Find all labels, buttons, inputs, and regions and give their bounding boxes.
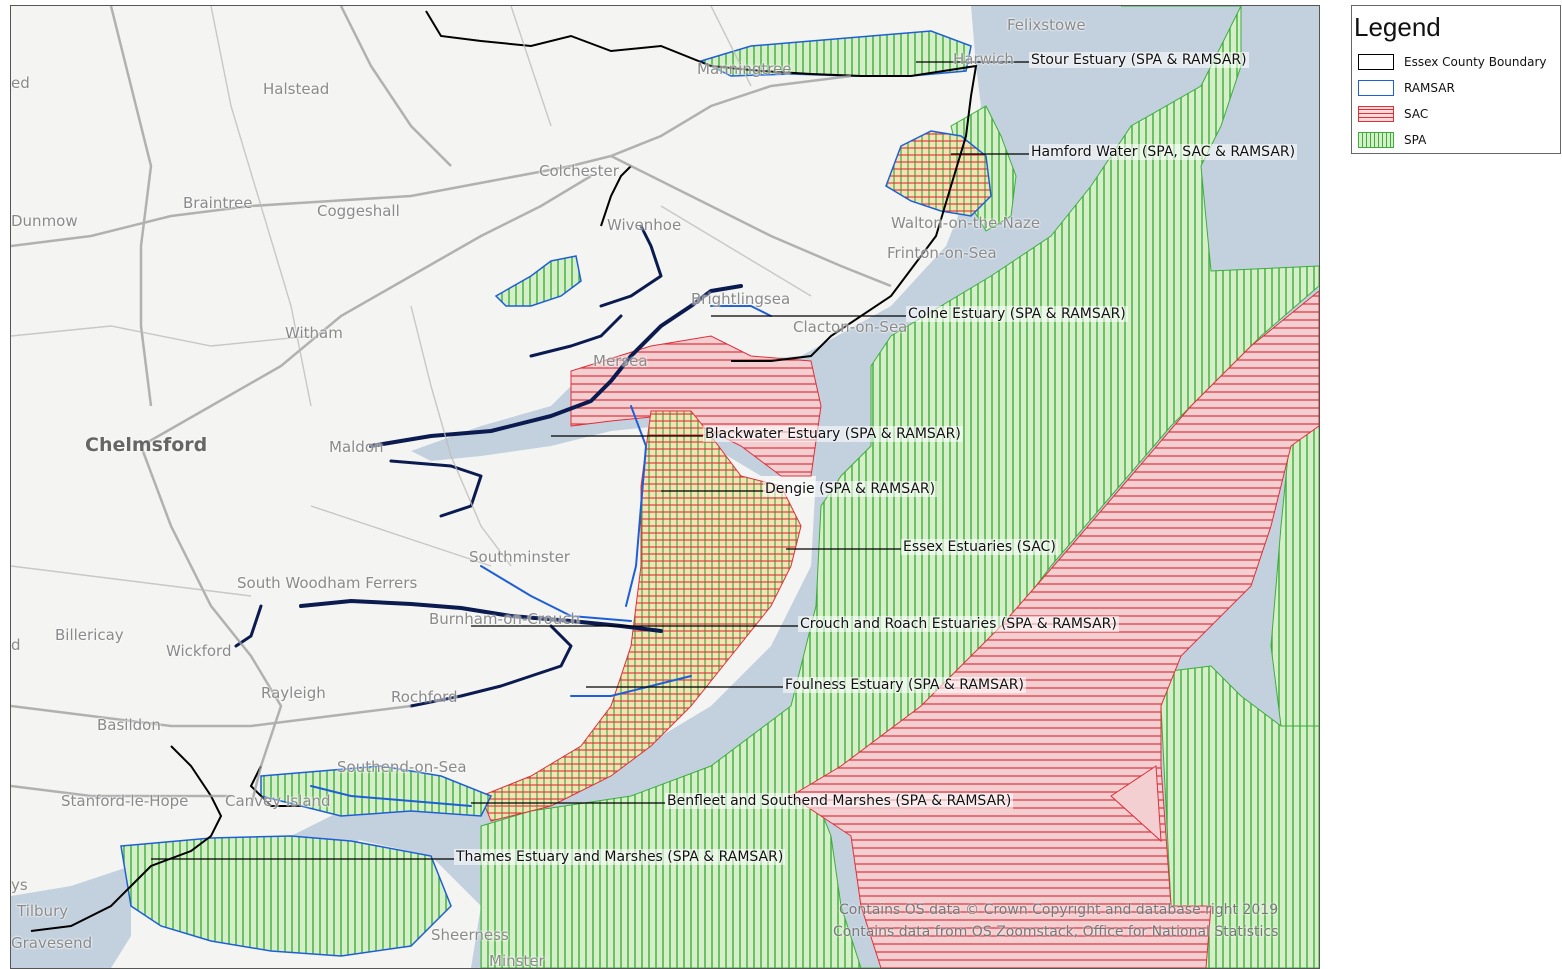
place-label: Felixstowe — [1007, 16, 1086, 34]
place-label: Rochford — [391, 688, 458, 706]
stour-estuary-site — [698, 30, 972, 77]
place-label: South Woodham Ferrers — [237, 574, 418, 592]
place-label: Coggeshall — [317, 202, 400, 220]
place-label: Wivenhoe — [607, 216, 682, 234]
boundary-swatch-icon — [1358, 54, 1394, 70]
place-label: Minster — [489, 952, 545, 969]
map-legend: Legend Essex County Boundary RAMSAR SAC … — [1351, 5, 1561, 154]
legend-item-label: SPA — [1404, 133, 1427, 147]
minor-roads — [11, 6, 812, 597]
legend-item-label: SAC — [1404, 107, 1429, 121]
place-label: Brightlingsea — [691, 290, 791, 308]
legend-item-ramsar: RAMSAR — [1358, 79, 1455, 97]
map-canvas[interactable]: ed Halstead Manningtree Harwich Felixsto… — [10, 5, 1320, 969]
attribution-line-2: Contains data from OS Zoomstack, Office … — [833, 924, 1279, 940]
site-label-foulness: Foulness Estuary (SPA & RAMSAR) — [783, 677, 1026, 693]
essex-county-boundary — [30, 10, 978, 932]
place-label: Southend-on-Sea — [337, 758, 467, 776]
place-label: Basildon — [97, 716, 161, 734]
place-label: Manningtree — [697, 60, 792, 78]
sac-small-triangle — [1110, 765, 1162, 843]
spa-east — [1270, 405, 1319, 727]
place-label: Harwich — [953, 50, 1014, 68]
place-label: Billericay — [55, 626, 124, 644]
site-label-colne: Colne Estuary (SPA & RAMSAR) — [906, 306, 1128, 322]
place-label: Tilbury — [17, 902, 69, 920]
spa-sac-dengie — [480, 410, 802, 822]
legend-item-boundary: Essex County Boundary — [1358, 53, 1547, 71]
place-label: Walton-on-the-Naze — [891, 214, 1041, 232]
thames-marshes-site — [120, 835, 452, 957]
legend-item-label: Essex County Boundary — [1404, 55, 1547, 69]
sac-swatch-icon — [1358, 106, 1394, 122]
place-label: Gravesend — [11, 934, 93, 952]
site-label-dengie: Dengie (SPA & RAMSAR) — [763, 481, 938, 497]
place-label: Dunmow — [11, 212, 78, 230]
place-label: Frinton-on-Sea — [887, 244, 997, 262]
site-label-hamford: Hamford Water (SPA, SAC & RAMSAR) — [1029, 144, 1298, 160]
site-label-benfleet: Benfleet and Southend Marshes (SPA & RAM… — [665, 793, 1014, 809]
place-label: Colchester — [539, 162, 619, 180]
ramsar-swatch-icon — [1358, 80, 1394, 96]
site-label-blackwater: Blackwater Estuary (SPA & RAMSAR) — [703, 426, 963, 442]
place-label: Sheerness — [431, 926, 509, 944]
place-label: d — [11, 636, 21, 654]
place-label: Maldon — [329, 438, 384, 456]
ramsar-inland-patch — [494, 255, 582, 307]
place-label: Canvey Island — [225, 792, 331, 810]
road-network — [11, 6, 892, 807]
label-leader-lines — [151, 61, 1029, 860]
site-label-crouch-roach: Crouch and Roach Estuaries (SPA & RAMSAR… — [798, 616, 1119, 632]
attribution-line-1: Contains OS data © Crown Copyright and d… — [839, 902, 1279, 918]
place-label: Mersea — [593, 352, 648, 370]
place-label: Rayleigh — [261, 684, 326, 702]
legend-item-label: RAMSAR — [1404, 81, 1455, 95]
place-label: Southminster — [469, 548, 570, 566]
place-label: Halstead — [263, 80, 330, 98]
site-label-thames: Thames Estuary and Marshes (SPA & RAMSAR… — [454, 849, 786, 865]
hamford-water-site — [885, 130, 992, 217]
spa-swatch-icon — [1358, 132, 1394, 148]
legend-item-sac: SAC — [1358, 105, 1428, 123]
place-label: Wickford — [166, 642, 232, 660]
place-label: ys — [11, 876, 28, 894]
site-label-essex-estuaries: Essex Estuaries (SAC) — [901, 539, 1058, 555]
site-label-stour: Stour Estuary (SPA & RAMSAR) — [1029, 52, 1249, 68]
place-label: Chelmsford — [85, 434, 208, 456]
place-label: Clacton-on-Sea — [793, 318, 908, 336]
place-label: Stanford-le-Hope — [61, 792, 189, 810]
place-label: Burnham-on-Crouch — [429, 610, 581, 628]
legend-item-spa: SPA — [1358, 131, 1426, 149]
place-label: ed — [11, 74, 30, 92]
legend-title: Legend — [1354, 12, 1441, 42]
place-label: Witham — [285, 324, 343, 342]
place-label: Braintree — [183, 194, 253, 212]
